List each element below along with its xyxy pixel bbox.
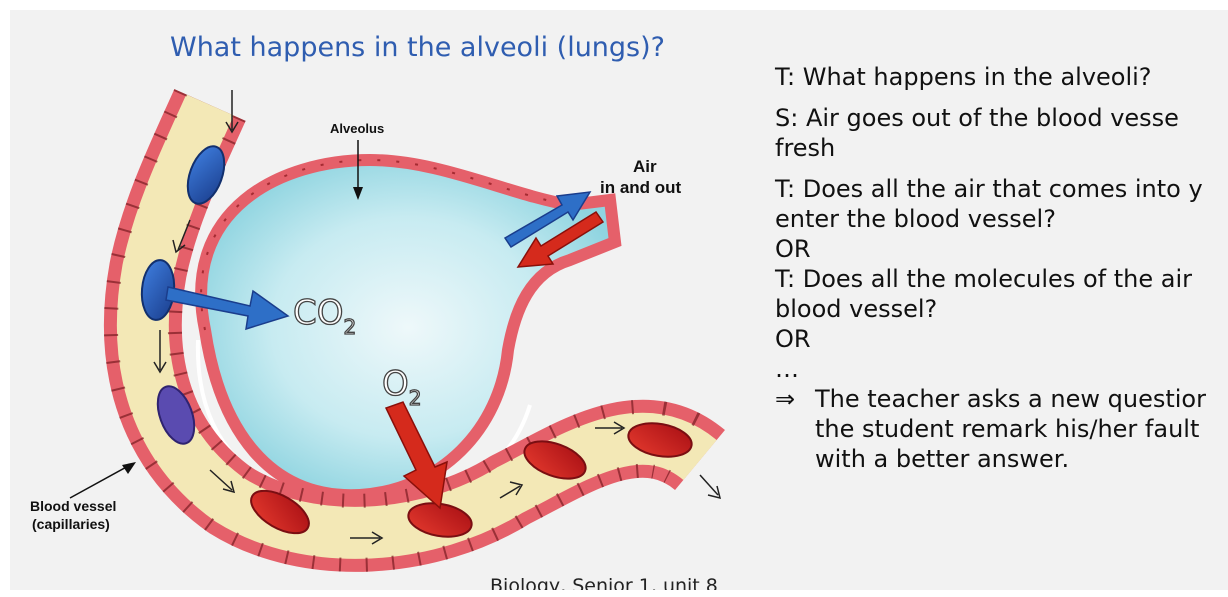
student-answer-line-2: fresh: [775, 133, 1228, 163]
conclusion-line-1: ⇒ The teacher asks a new questior: [775, 384, 1228, 414]
conclusion-line-3: with a better answer.: [775, 444, 1228, 474]
or-separator-1: OR: [775, 234, 1228, 264]
student-answer-line-1: S: Air goes out of the blood vesse: [775, 103, 1228, 133]
teacher-question-1: T: What happens in the alveoli?: [775, 62, 1228, 92]
or-separator-2: OR: [775, 324, 1228, 354]
alveolus-diagram: Alveolus Air in and out CO2 O2 Blood ves…: [10, 10, 750, 590]
ellipsis: …: [775, 354, 1228, 384]
slide: What happens in the alveoli (lungs)?: [10, 10, 1228, 590]
dialogue-text: T: What happens in the alveoli? S: Air g…: [775, 62, 1228, 474]
vessel-label-2: (capillaries): [32, 516, 110, 532]
air-label-1: Air: [633, 157, 657, 176]
implies-arrow-icon: ⇒: [775, 384, 815, 414]
teacher-question-3-line-1: T: Does all the molecules of the air: [775, 264, 1228, 294]
air-label-2: in and out: [600, 178, 682, 197]
vessel-pointer: [70, 465, 130, 498]
teacher-question-2-line-1: T: Does all the air that comes into y: [775, 174, 1228, 204]
vessel-label-1: Blood vessel: [30, 498, 116, 514]
alveolus-label: Alveolus: [330, 121, 384, 136]
source-caption: Biology, Senior 1, unit 8: [490, 575, 718, 590]
conclusion-line-2: the student remark his/her fault: [775, 414, 1228, 444]
teacher-question-2-line-2: enter the blood vessel?: [775, 204, 1228, 234]
teacher-question-3-line-2: blood vessel?: [775, 294, 1228, 324]
